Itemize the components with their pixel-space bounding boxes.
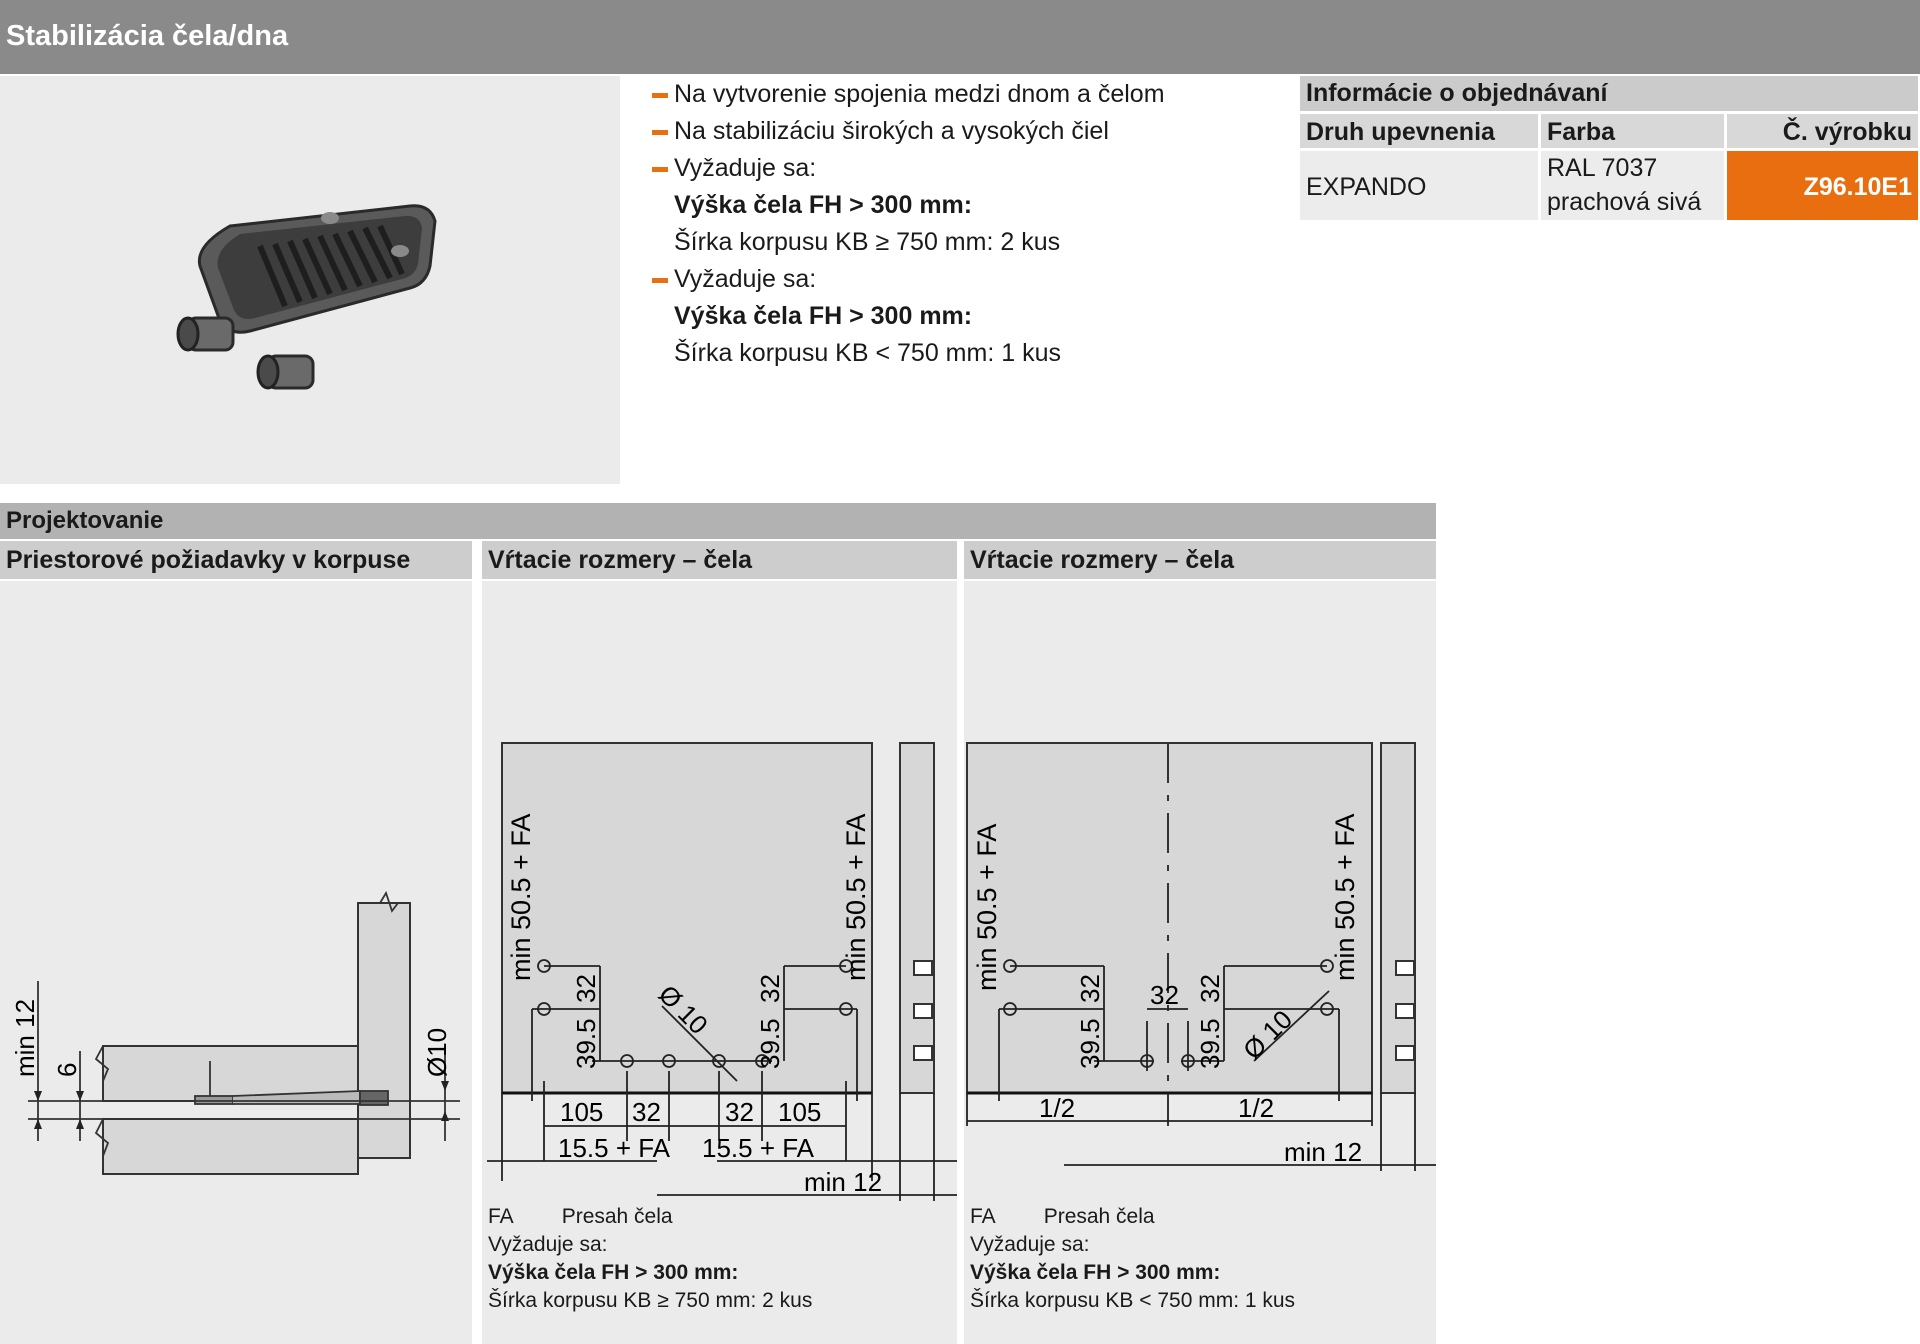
dim-6: 6	[52, 1063, 82, 1077]
feature-list: Na vytvorenie spojenia medzi dnom a čelo…	[650, 76, 1290, 372]
space-requirements-footer	[0, 1203, 472, 1344]
col-space-requirements-header: Priestorové požiadavky v korpuse	[0, 541, 472, 579]
color-line-2: prachová sivá	[1547, 188, 1702, 216]
col-drilling-2-header: Vŕtacie rozmery – čela	[964, 541, 1436, 579]
drilling-panel-1: min 50.5 + FA min 50.5 + FA 32 39.5 32 3…	[482, 581, 957, 1203]
feature-text: Vyžaduje sa:	[674, 265, 817, 293]
drilling-notes-1: FA Presah čela Vyžaduje sa: Výška čela FH…	[482, 1203, 957, 1344]
planning-title: Projektovanie	[6, 507, 164, 534]
note-fh: Výška čela FH > 300 mm:	[488, 1261, 739, 1284]
dim-min505-left: min 50.5 + FA	[972, 824, 1002, 991]
feature-item: Šírka korpusu KB < 750 mm: 1 kus	[650, 335, 1290, 372]
section-title-bar: Stabilizácia čela/dna	[0, 0, 1920, 74]
color-line-1: RAL 7037	[1547, 154, 1658, 182]
feature-item: Výška čela FH > 300 mm:	[650, 298, 1290, 335]
dim-105-right: 105	[778, 1097, 821, 1127]
dim-105-left: 105	[560, 1097, 603, 1127]
bullet-dash-icon	[652, 130, 668, 135]
dim-min12: min 12	[804, 1167, 882, 1197]
feature-text: Šírka korpusu KB < 750 mm: 1 kus	[674, 339, 1061, 367]
dim-155-left: 15.5 + FA	[558, 1133, 671, 1163]
feature-item: Na stabilizáciu širokých a vysokých čiel	[650, 113, 1290, 150]
dim-min505-right: min 50.5 + FA	[1330, 814, 1360, 981]
col-product-number: Č. výrobku	[1724, 111, 1918, 148]
dim-32-right: 32	[1195, 974, 1225, 1003]
dim-min505-left: min 50.5 + FA	[506, 814, 536, 981]
note-required: Vyžaduje sa:	[488, 1233, 608, 1256]
drilling-panel-2: min 50.5 + FA min 50.5 + FA 32 39.5 32 3…	[964, 581, 1436, 1203]
dim-155-right: 15.5 + FA	[702, 1133, 815, 1163]
drilling-diagram-1: min 50.5 + FA min 50.5 + FA 32 39.5 32 3…	[487, 742, 957, 1201]
feature-text: Výška čela FH > 300 mm:	[674, 191, 973, 219]
dim-32-left: 32	[1075, 974, 1105, 1003]
bullet-dash-icon	[652, 278, 668, 283]
bullet-dash-icon	[652, 167, 668, 172]
dim-32-bottom-left: 32	[632, 1097, 661, 1127]
planning-bar: Projektovanie	[0, 503, 1436, 539]
dim-395-right: 39.5	[1195, 1018, 1225, 1069]
dim-395-right: 39.5	[755, 1018, 785, 1069]
fastening-type-value: EXPANDO	[1300, 148, 1538, 220]
col-drilling-1-header: Vŕtacie rozmery – čela	[482, 541, 957, 579]
fa-text: Presah čela	[561, 1205, 673, 1228]
drilling-diagram-2: min 50.5 + FA min 50.5 + FA 32 39.5 32 3…	[966, 742, 1436, 1171]
feature-item: Vyžaduje sa:	[650, 150, 1290, 187]
bullet-dash-icon	[652, 93, 668, 98]
feature-text: Vyžaduje sa:	[674, 154, 817, 182]
note-kb-2: Šírka korpusu KB ≥ 750 mm: 2 kus	[488, 1289, 813, 1312]
dim-min12: min 12	[10, 999, 40, 1077]
dim-395-left: 39.5	[571, 1018, 601, 1069]
feature-item: Výška čela FH > 300 mm:	[650, 187, 1290, 224]
ordering-info-table: Informácie o objednávaní Druh upevnenia …	[1300, 76, 1918, 220]
dim-half-right: 1/2	[1238, 1093, 1274, 1123]
feature-text: Na vytvorenie spojenia medzi dnom a čelo…	[674, 80, 1165, 108]
product-number-value: Z96.10E1	[1724, 148, 1918, 220]
fa-abbr: FA	[488, 1205, 514, 1228]
product-illustration	[176, 204, 437, 390]
space-requirements-diagram: min 12 6 Ø10	[10, 890, 460, 1175]
dim-32-left: 32	[571, 974, 601, 1003]
note-required: Vyžaduje sa:	[970, 1233, 1090, 1256]
feature-item: Šírka korpusu KB ≥ 750 mm: 2 kus	[650, 224, 1290, 261]
dim-395-left: 39.5	[1075, 1018, 1105, 1069]
drilling-notes-2: FA Presah čela Vyžaduje sa: Výška čela FH…	[964, 1203, 1436, 1344]
ordering-info-title: Informácie o objednávaní	[1300, 76, 1918, 111]
dim-32-bottom-right: 32	[725, 1097, 754, 1127]
feature-item: Vyžaduje sa:	[650, 261, 1290, 298]
fa-text: Presah čela	[1043, 1205, 1155, 1228]
feature-item: Na vytvorenie spojenia medzi dnom a čelo…	[650, 76, 1290, 113]
col-color: Farba	[1538, 111, 1724, 148]
space-requirements-panel: min 12 6 Ø10	[0, 581, 472, 1203]
note-fh: Výška čela FH > 300 mm:	[970, 1261, 1221, 1284]
feature-text: Výška čela FH > 300 mm:	[674, 302, 973, 330]
color-value: RAL 7037 prachová sivá	[1538, 148, 1724, 220]
note-kb-1: Šírka korpusu KB < 750 mm: 1 kus	[970, 1289, 1296, 1312]
dim-32-center: 32	[1150, 980, 1179, 1010]
fa-abbr: FA	[970, 1205, 996, 1228]
feature-text: Šírka korpusu KB ≥ 750 mm: 2 kus	[674, 228, 1061, 256]
dim-dia10: Ø10	[422, 1028, 452, 1077]
dim-min505-right: min 50.5 + FA	[841, 814, 871, 981]
dim-min12: min 12	[1284, 1137, 1362, 1167]
col-fastening-type: Druh upevnenia	[1300, 111, 1538, 148]
dim-half-left: 1/2	[1039, 1093, 1075, 1123]
section-title: Stabilizácia čela/dna	[6, 20, 289, 52]
product-image	[0, 76, 620, 484]
feature-text: Na stabilizáciu širokých a vysokých čiel	[674, 117, 1109, 145]
dim-32-right: 32	[755, 974, 785, 1003]
